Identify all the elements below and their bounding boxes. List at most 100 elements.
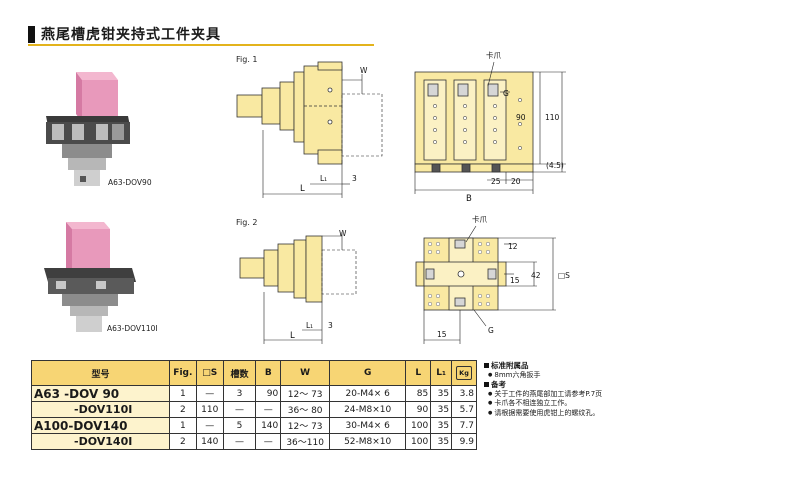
page-title: 燕尾槽虎钳夹持式工件夹具 [41,27,221,43]
weight-icon: Kg [456,366,473,380]
remarks-heading: 备考 [484,380,684,390]
table-row: -DOV110Ⅰ 2 110 — — 36～ 80 24-M8×10 90 35… [31,401,477,418]
fig2-dim-l: L [290,331,295,341]
title-marker [28,26,35,43]
cell-l1: 35 [430,401,453,418]
cell-l: 100 [405,417,432,434]
fig2-dim-12: 12 [508,242,518,251]
cell-slots: — [222,401,257,418]
cell-l: 85 [405,385,432,402]
cell-l: 100 [405,433,432,450]
cell-s: 140 [195,433,224,450]
fig2-dim-w: W [339,229,347,238]
fig1-dim-110: 110 [545,113,560,122]
header-w: W [280,360,331,386]
photo-caption-2: A63-DOV110Ⅰ [107,324,158,333]
cell-s: 110 [195,401,224,418]
cell-l1: 35 [430,433,453,450]
cell-kg: 9.9 [451,433,477,450]
fig2-side-view [239,235,323,303]
cell-w: 36～ 80 [280,401,331,418]
cell-slots: — [222,433,257,450]
cell-w: 12～ 73 [280,385,331,402]
cell-kg: 3.8 [451,385,477,402]
fig1-dim-90: 90 [516,113,526,122]
cell-slots: 5 [222,417,257,434]
fig2-dim-42: 42 [531,271,541,280]
cell-l1: 35 [430,385,453,402]
fig2-claw-label: 卡爪 [472,214,487,224]
cell-fig: 2 [168,433,197,450]
title-underline [28,44,374,46]
section-title: 燕尾槽虎钳夹持式工件夹具 [28,24,374,50]
cell-w: 12～ 73 [280,417,331,434]
fig2-dim-3: 3 [328,321,333,330]
fig1-label: Fig. 1 [236,55,258,64]
cell-s: — [195,385,224,402]
header-l1: L₁ [430,360,453,386]
cell-kg: 5.7 [451,401,477,418]
remark-item: 请根据需要使用虎钳上的螺纹孔。 [484,409,684,419]
fig2-front-view [415,237,507,311]
cell-g: 30-M4× 6 [329,417,407,434]
cell-s: — [195,417,224,434]
cell-g: 20-M4× 6 [329,385,407,402]
notes-panel: 标准附属品 8mm六角扳手 备考 关于工件的燕尾部加工请参考P.7页 卡爪各不相… [484,361,684,419]
fig1-claw-label: 卡爪 [486,50,501,60]
cell-fig: 1 [168,385,197,402]
header-g: G [329,360,407,386]
remark-item: 卡爪各不相连独立工作。 [484,399,684,409]
fig2-dim-15a: 15 [510,276,520,285]
photo-caption-1: A63-DOV90 [108,178,152,187]
spec-table: 型号 Fig. □S 槽数 B W G L L₁ Kg A63 -DOV 90 … [31,360,477,450]
fig1-dim-45: (4.5) [546,161,564,170]
fig1-front-view [414,71,534,173]
header-model: 型号 [31,360,170,386]
fig1-side-view [236,61,343,165]
accessory-item: 8mm六角扳手 [484,371,684,381]
fig2-dim-s: □S [558,271,570,280]
header-kg: Kg [451,360,477,386]
cell-slots: 3 [222,385,257,402]
cell-b: 140 [255,417,282,434]
fig2-dim-l1: L₁ [306,321,313,330]
fig1-dim-l1: L₁ [320,174,327,183]
table-row: A100-DOV140 1 — 5 140 12～ 73 30-M4× 6 10… [31,417,477,434]
cell-model: A100-DOV140 [31,417,170,434]
cell-w: 36～110 [280,433,331,450]
fig1-dim-3: 3 [352,174,357,183]
accessory-heading: 标准附属品 [484,361,684,371]
header-fig: Fig. [168,360,197,386]
header-l: L [405,360,432,386]
cell-kg: 7.7 [451,417,477,434]
cell-fig: 1 [168,417,197,434]
fig1-dim-25: 25 [491,177,501,186]
fig1-dim-w: W [360,66,368,75]
header-slots: 槽数 [222,360,257,386]
cell-b: — [255,433,282,450]
fig1-dim-20: 20 [511,177,521,186]
cell-model: A63 -DOV 90 [31,385,170,402]
cell-b: 90 [255,385,282,402]
remark-item: 关于工件的燕尾部加工请参考P.7页 [484,390,684,400]
table-row: -DOV140Ⅰ 2 140 — — 36～110 52-M8×10 100 3… [31,433,477,450]
cell-g: 24-M8×10 [329,401,407,418]
cell-fig: 2 [168,401,197,418]
table-header-row: 型号 Fig. □S 槽数 B W G L L₁ Kg [31,360,477,386]
cell-g: 52-M8×10 [329,433,407,450]
header-b: B [255,360,282,386]
fig2-dim-g: G [488,326,494,335]
cell-model: -DOV140Ⅰ [31,433,170,450]
fig1-dim-g: G [503,89,509,98]
fig1-dim-l: L [300,184,305,194]
fig1-dim-b: B [466,194,472,204]
cell-model: -DOV110Ⅰ [31,401,170,418]
table-row: A63 -DOV 90 1 — 3 90 12～ 73 20-M4× 6 85 … [31,385,477,402]
cell-b: — [255,401,282,418]
fig2-dim-15b: 15 [437,330,447,339]
cell-l: 90 [405,401,432,418]
cell-l1: 35 [430,417,453,434]
header-s: □S [195,360,224,386]
fig2-label: Fig. 2 [236,218,258,227]
